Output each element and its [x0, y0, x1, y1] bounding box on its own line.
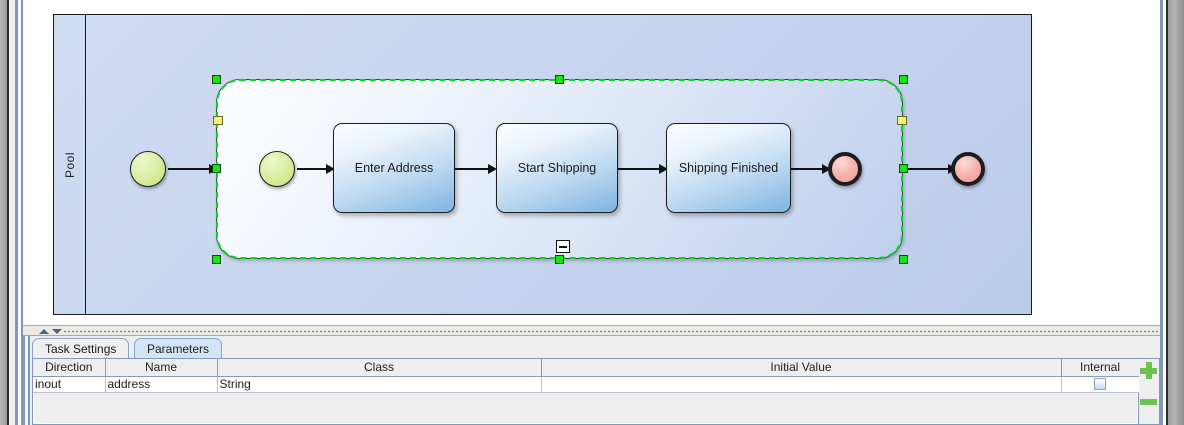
- pool-label: Pool: [62, 151, 77, 178]
- parameter-actions: [1139, 358, 1160, 425]
- tab-task-settings[interactable]: Task Settings: [32, 338, 130, 358]
- triangle-up-icon[interactable]: [39, 329, 49, 334]
- end-event-outer[interactable]: [951, 152, 985, 186]
- column-header-initial-value[interactable]: Initial Value: [541, 359, 1062, 377]
- resize-handle-ne[interactable]: [899, 75, 908, 84]
- window-frame-right-border: [1166, 0, 1168, 425]
- pool-header-lane[interactable]: Pool: [54, 15, 86, 314]
- column-header-name[interactable]: Name: [105, 359, 218, 377]
- internal-checkbox[interactable]: [1094, 378, 1106, 390]
- cell-direction[interactable]: inout: [33, 376, 106, 393]
- task-label: Enter Address: [354, 161, 434, 175]
- arrowhead-icon: [659, 164, 668, 174]
- tab-label: Task Settings: [45, 341, 117, 356]
- sequence-flow-enter-address-to-start-shipping[interactable]: [455, 168, 493, 170]
- parameters-table-container: Direction Name Class Initial Value Inter…: [32, 358, 1140, 425]
- panel-rail-b: [25, 336, 28, 425]
- resize-handle-sw[interactable]: [212, 255, 221, 264]
- tab-bar: Task Settings Parameters: [32, 336, 1160, 358]
- sequence-flow-start-shipping-to-shipping-finished[interactable]: [618, 168, 664, 170]
- start-event-outer[interactable]: [130, 151, 166, 187]
- column-header-class[interactable]: Class: [217, 359, 542, 377]
- cell-internal[interactable]: [1061, 376, 1140, 393]
- resize-handle-n[interactable]: [555, 75, 564, 84]
- properties-panel: Task Settings Parameters Direction N: [23, 336, 1160, 425]
- resize-handle-nw[interactable]: [212, 75, 221, 84]
- resize-handle-se[interactable]: [899, 255, 908, 264]
- column-header-direction[interactable]: Direction: [33, 359, 106, 377]
- sequence-flow-shipping-finished-to-end[interactable]: [791, 168, 829, 170]
- corner-radius-handle-left[interactable]: [213, 116, 223, 125]
- minus-glyph: [559, 245, 567, 248]
- subprocess-collapse-marker-icon[interactable]: [556, 240, 570, 253]
- resize-handle-s[interactable]: [555, 255, 564, 264]
- sequence-flow-start-to-subprocess[interactable]: [168, 168, 212, 170]
- divider-grip: [63, 330, 1158, 333]
- panel-rail-c: [28, 336, 30, 425]
- panel-rail-right-1: [1160, 0, 1163, 425]
- panel-rail-left-1: [15, 0, 18, 425]
- panel-rail-left-2: [18, 0, 21, 425]
- sequence-flow-subprocess-to-end[interactable]: [907, 168, 952, 170]
- panel-rail-right-2: [1163, 0, 1166, 425]
- table-empty-area: [34, 393, 1137, 423]
- tab-label: Parameters: [147, 341, 210, 356]
- end-event-inner[interactable]: [828, 152, 862, 186]
- split-pane-divider[interactable]: [23, 325, 1160, 336]
- diagram-canvas[interactable]: Pool Enter Address Start Shipping Shippi…: [23, 0, 1160, 325]
- panel-rail-a: [23, 336, 25, 425]
- cell-initial-value[interactable]: [541, 376, 1062, 393]
- table-header-row: Direction Name Class Initial Value Inter…: [33, 359, 1140, 377]
- panel-rail-group: [23, 336, 32, 425]
- triangle-down-icon[interactable]: [52, 329, 62, 334]
- window-frame-right-outer: [1168, 0, 1184, 425]
- cell-class[interactable]: String: [217, 376, 542, 393]
- remove-parameter-button[interactable]: [1140, 399, 1157, 405]
- parameters-table: Direction Name Class Initial Value Inter…: [33, 359, 1140, 393]
- arrowhead-icon: [822, 164, 831, 174]
- tab-parameters[interactable]: Parameters: [134, 338, 223, 358]
- window-frame-left-border: [7, 0, 9, 425]
- task-label: Start Shipping: [517, 161, 597, 175]
- window-frame-left-outer: [0, 0, 7, 425]
- panel-rail-left-3: [21, 0, 23, 425]
- column-header-internal[interactable]: Internal: [1061, 359, 1140, 377]
- task-label: Shipping Finished: [678, 161, 779, 175]
- arrowhead-icon: [488, 164, 497, 174]
- cell-name[interactable]: address: [105, 376, 218, 393]
- add-parameter-button[interactable]: [1140, 362, 1157, 379]
- sequence-flow-start-to-enter-address[interactable]: [297, 168, 331, 170]
- resize-handle-e[interactable]: [899, 164, 908, 173]
- start-event-inner[interactable]: [259, 151, 295, 187]
- corner-radius-handle-right[interactable]: [897, 116, 907, 125]
- task-start-shipping[interactable]: Start Shipping: [496, 123, 618, 213]
- window-frame-left-inner: [9, 0, 15, 425]
- arrowhead-icon: [326, 164, 335, 174]
- task-shipping-finished[interactable]: Shipping Finished: [666, 123, 791, 213]
- resize-handle-w[interactable]: [212, 164, 221, 173]
- plus-icon-vertical: [1146, 362, 1152, 379]
- table-row[interactable]: inout address String: [33, 376, 1140, 393]
- task-enter-address[interactable]: Enter Address: [333, 123, 455, 213]
